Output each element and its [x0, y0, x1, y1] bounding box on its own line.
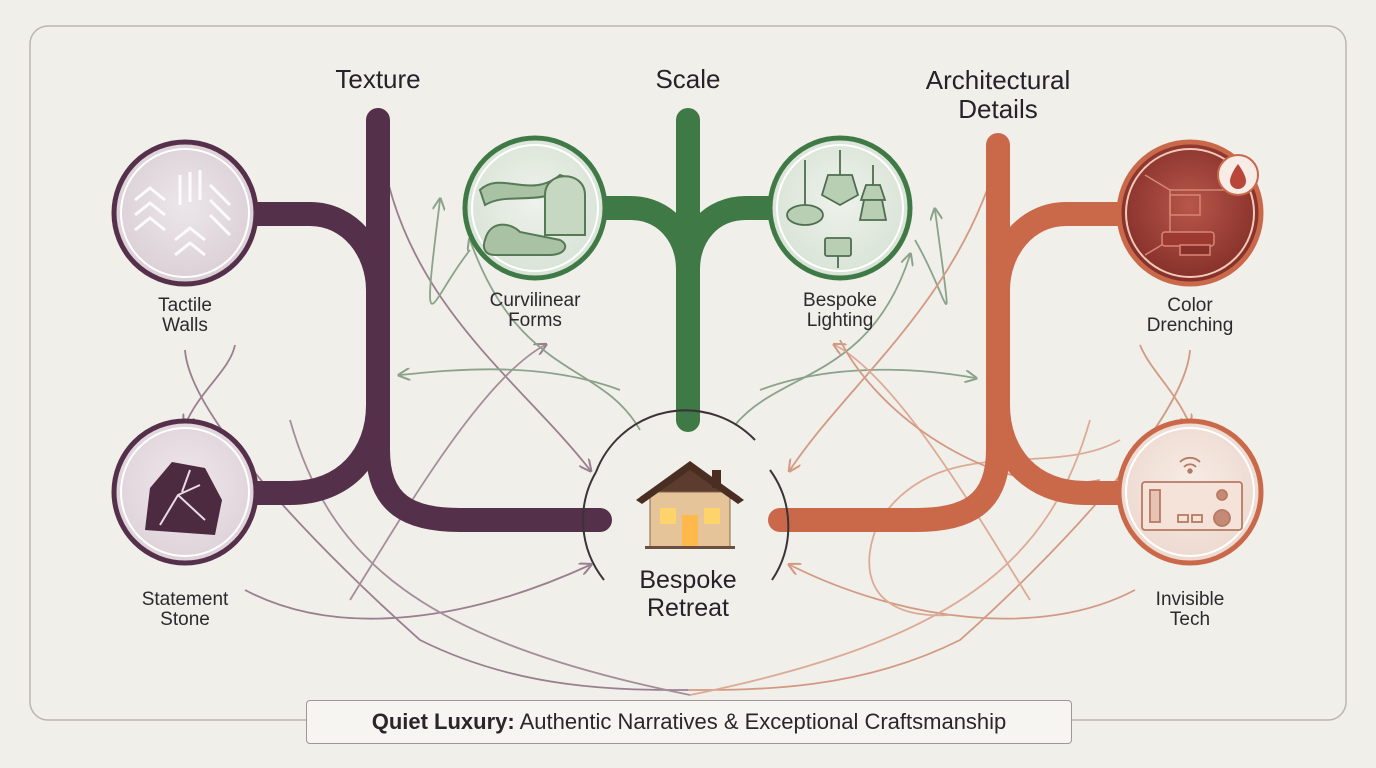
invisible-tech-node[interactable]	[1116, 418, 1264, 566]
smart-panel-icon	[1141, 456, 1243, 531]
color-drenching-node[interactable]	[1116, 139, 1264, 287]
center-title: Bespoke Retreat	[639, 566, 737, 622]
texture-branch	[243, 108, 612, 532]
statement-stone-label: Statement Stone	[141, 589, 229, 630]
tagline-lead: Quiet Luxury:	[371, 709, 515, 734]
category-architectural-label: Architectural Details	[925, 65, 1071, 124]
tactile-walls-label: Tactile Walls	[158, 295, 212, 336]
tactile-walls-node[interactable]	[111, 139, 259, 287]
bespoke-lighting-label: Bespoke Lighting	[803, 290, 877, 331]
tagline-banner: Quiet Luxury: Authentic Narratives & Exc…	[306, 700, 1072, 744]
architectural-branch	[768, 133, 1133, 532]
scale-branch	[593, 108, 783, 432]
center-node[interactable]	[582, 409, 790, 581]
category-scale-label: Scale	[655, 64, 721, 94]
drop-icon	[1230, 164, 1246, 189]
stone-icon	[145, 462, 222, 535]
house-icon	[636, 461, 744, 549]
color-drenching-label: Color Drenching	[1146, 295, 1234, 336]
pendant-lights-icon	[786, 150, 888, 268]
curved-furniture-icon	[478, 173, 586, 256]
statement-stone-node[interactable]	[111, 418, 259, 566]
textured-wall-icon	[134, 170, 232, 257]
painted-room-icon	[1144, 174, 1230, 256]
tagline-rest: Authentic Narratives & Exceptional Craft…	[514, 709, 1007, 734]
flow-arrows	[185, 139, 1190, 696]
bespoke-lighting-node[interactable]	[767, 135, 913, 281]
curvilinear-forms-label: Curvilinear Forms	[489, 290, 581, 331]
invisible-tech-label: Invisible Tech	[1155, 589, 1225, 630]
category-texture-label: Texture	[335, 64, 421, 94]
curvilinear-forms-node[interactable]	[462, 135, 608, 281]
